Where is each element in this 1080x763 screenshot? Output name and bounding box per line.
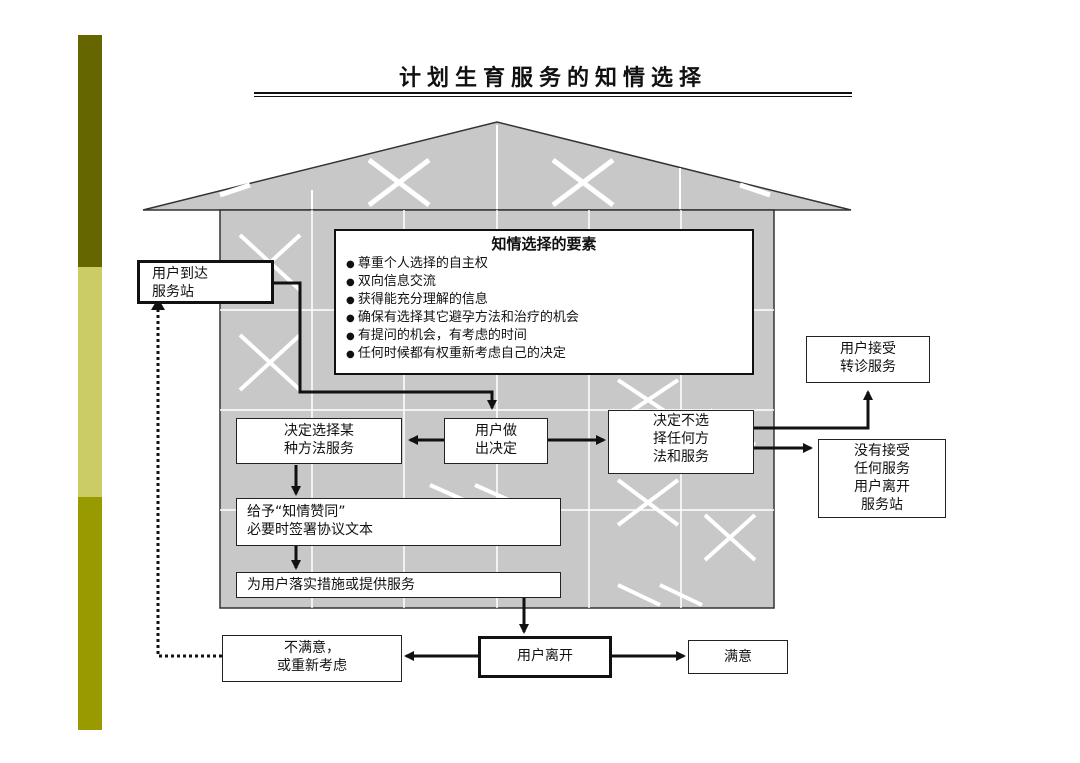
element-item: 获得能充分理解的信息	[346, 291, 742, 309]
node-satisfied-label: 满意	[724, 649, 752, 665]
decor-stripe-light	[78, 267, 102, 497]
title-underline	[254, 92, 852, 94]
decor-stripe-olive	[78, 497, 102, 730]
node-user-arrives-label: 用户到达 服务站	[152, 266, 208, 300]
node-choose-method: 决定选择某 种方法服务	[236, 418, 402, 464]
node-choose-method-label: 决定选择某 种方法服务	[284, 423, 354, 457]
element-item: 任何时候都有权重新考虑自己的决定	[346, 345, 742, 363]
node-referral-label: 用户接受 转诊服务	[840, 341, 896, 375]
node-informed-consent: 给予“知情赞同” 必要时签署协议文本	[236, 498, 561, 546]
element-item: 尊重个人选择的自主权	[346, 255, 742, 273]
decor-stripe-dark	[78, 35, 102, 267]
node-implement-service: 为用户落实措施或提供服务	[236, 572, 561, 598]
node-user-leaves-label: 用户离开	[517, 648, 573, 664]
title-underline-thin	[254, 96, 852, 97]
node-choose-none: 决定不选 择任何方 法和服务	[608, 410, 754, 474]
node-unsatisfied-label: 不满意， 或重新考虑	[277, 640, 347, 674]
element-item: 确保有选择其它避孕方法和治疗的机会	[346, 309, 742, 327]
node-user-leaves: 用户离开	[478, 636, 612, 678]
node-leave-no-service: 没有接受 任何服务 用户离开 服务站	[818, 439, 946, 518]
node-referral: 用户接受 转诊服务	[806, 336, 930, 383]
node-user-decides: 用户做 出决定	[444, 418, 548, 464]
node-satisfied: 满意	[688, 640, 788, 674]
informed-choice-elements-box: 知情选择的要素 尊重个人选择的自主权 双向信息交流 获得能充分理解的信息 确保有…	[334, 229, 754, 375]
node-implement-service-label: 为用户落实措施或提供服务	[247, 577, 415, 593]
node-leave-no-service-label: 没有接受 任何服务 用户离开 服务站	[854, 443, 910, 513]
node-unsatisfied: 不满意， 或重新考虑	[222, 635, 402, 682]
element-item: 有提问的机会，有考虑的时间	[346, 327, 742, 345]
diagram-title: 计划生育服务的知情选择	[398, 66, 707, 91]
elements-list: 尊重个人选择的自主权 双向信息交流 获得能充分理解的信息 确保有选择其它避孕方法…	[346, 255, 742, 363]
node-user-decides-label: 用户做 出决定	[475, 423, 517, 457]
elements-heading: 知情选择的要素	[491, 235, 597, 253]
node-choose-none-label: 决定不选 择任何方 法和服务	[653, 413, 709, 465]
element-item: 双向信息交流	[346, 273, 742, 291]
node-user-arrives: 用户到达 服务站	[137, 260, 274, 304]
node-informed-consent-label: 给予“知情赞同” 必要时签署协议文本	[247, 504, 373, 538]
